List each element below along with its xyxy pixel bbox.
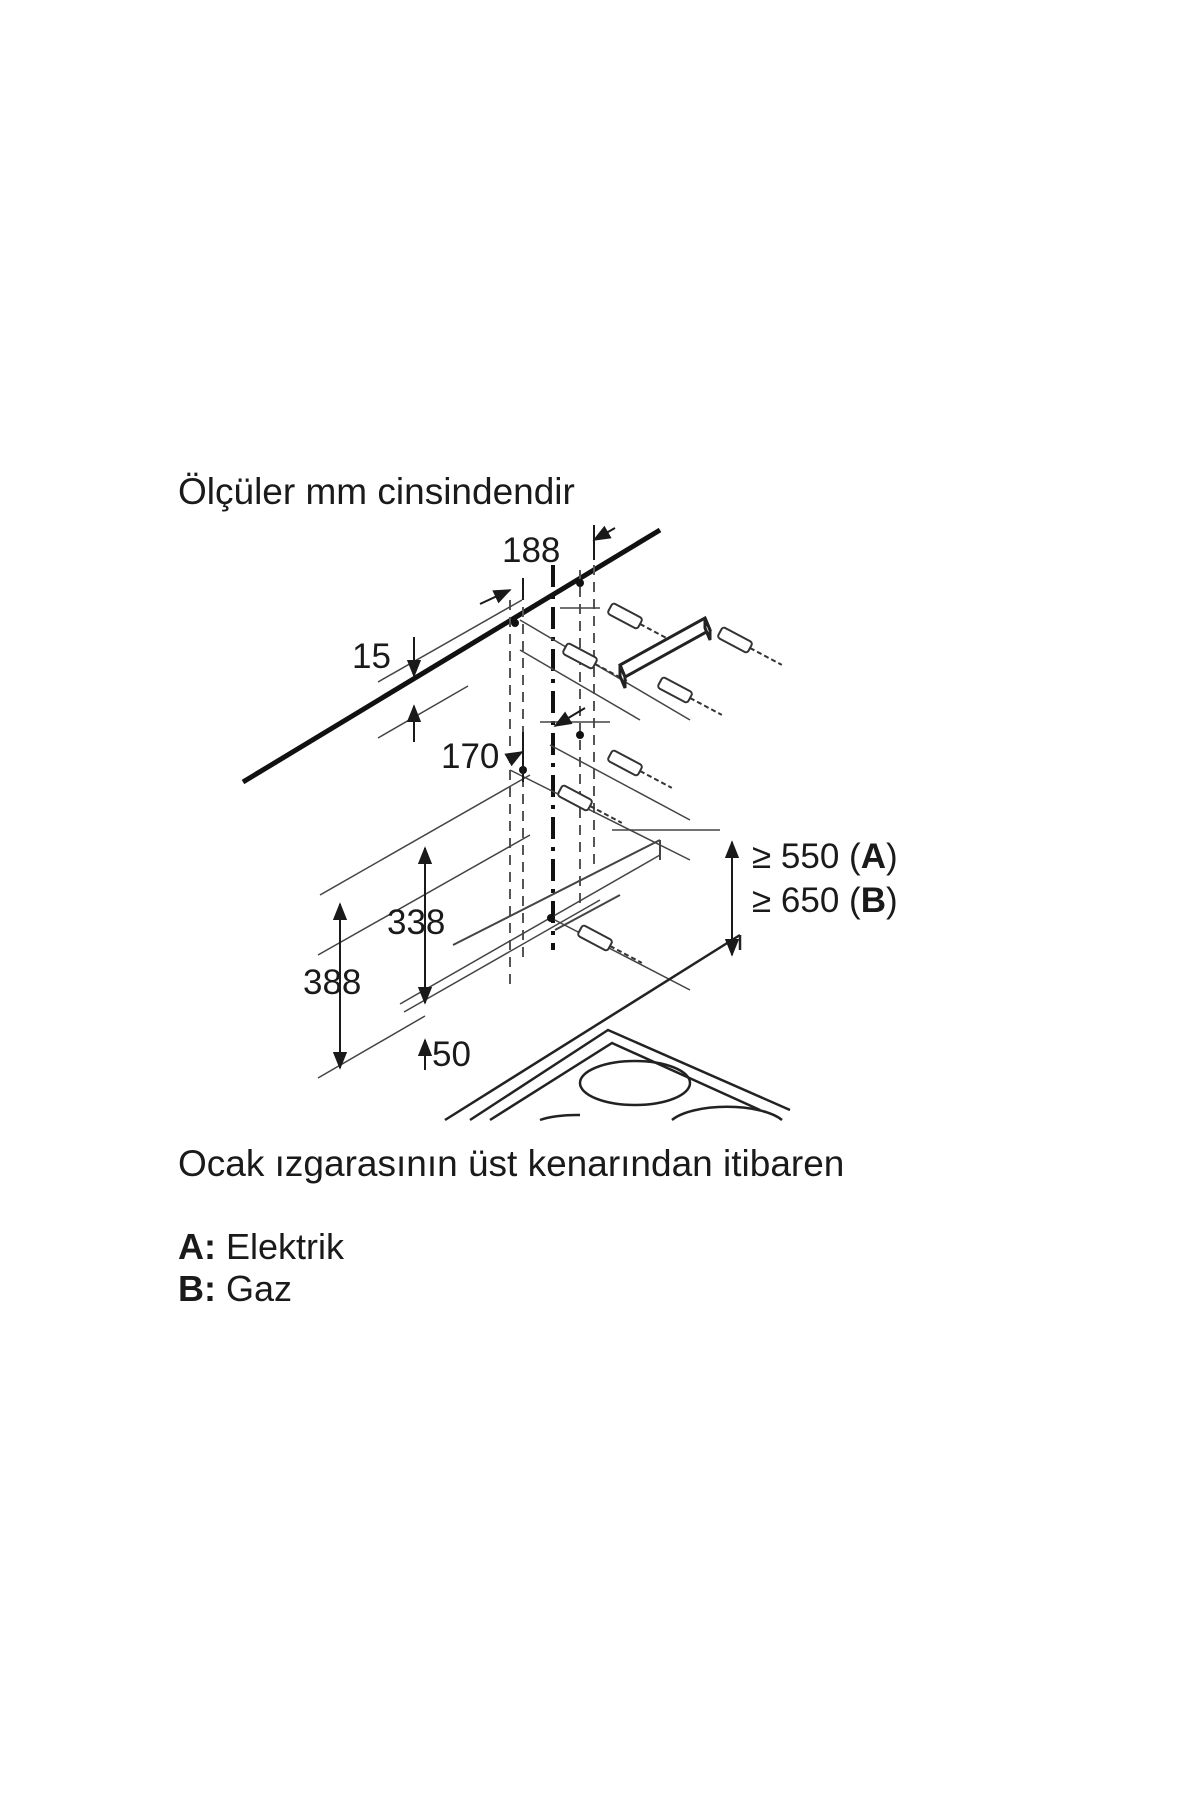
min-height-gas-key: B: [861, 881, 886, 920]
min-height-electric-key: A: [861, 837, 886, 876]
wall-plug: [557, 784, 623, 824]
legend-item-gas: B: Gaz: [178, 1268, 344, 1310]
min-height-gas-close: ): [886, 881, 898, 920]
dim-188-label: 188: [502, 531, 560, 570]
min-height-gas: ≥ 650 (B): [752, 881, 898, 920]
wall-plug: [717, 626, 783, 666]
dim-338-label: 338: [387, 903, 445, 942]
dim-388-label: 388: [303, 963, 361, 1002]
wall-plug: [607, 602, 673, 642]
diagram-title: Ölçüler mm cinsindendir: [178, 471, 575, 512]
wall-plug: [657, 676, 723, 716]
legend-key-b: B:: [178, 1268, 216, 1309]
wall-plug: [562, 642, 628, 682]
hob: [444, 933, 791, 1122]
hole-guide-lines: [509, 565, 595, 985]
hob-reference-note: Ocak ızgarasının üst kenarından itibaren: [178, 1143, 845, 1184]
legend-text-electric: Elektrik: [226, 1226, 345, 1267]
dim-170-right: [553, 707, 586, 727]
dim-50-label: 50: [432, 1035, 471, 1074]
wall-plug: [607, 749, 673, 789]
dim-188-right: [592, 525, 616, 541]
wall-plugs: [557, 602, 783, 964]
dim-188-left: [479, 589, 512, 605]
min-height-electric-prefix: ≥ 550 (: [752, 837, 861, 876]
hood-outline: [452, 839, 661, 946]
wall-plug: [577, 924, 643, 964]
legend: A: Elektrik B: Gaz: [178, 1226, 344, 1310]
legend-text-gas: Gaz: [226, 1268, 293, 1309]
drill-holes: [511, 579, 584, 922]
projection-lines: [317, 599, 720, 1079]
dim-170-label: 170: [441, 737, 499, 776]
mounting-bracket: [618, 615, 712, 689]
dimension-arrows: [332, 525, 740, 1070]
min-height-gas-prefix: ≥ 650 (: [752, 881, 861, 920]
wall-top-edge: [241, 527, 662, 785]
min-height-electric: ≥ 550 (A): [752, 837, 898, 876]
legend-item-electric: A: Elektrik: [178, 1226, 344, 1268]
legend-key-a: A:: [178, 1226, 216, 1267]
dim-15-label: 15: [352, 637, 391, 676]
dim-170-left: [504, 751, 524, 767]
min-height-electric-close: ): [886, 837, 898, 876]
